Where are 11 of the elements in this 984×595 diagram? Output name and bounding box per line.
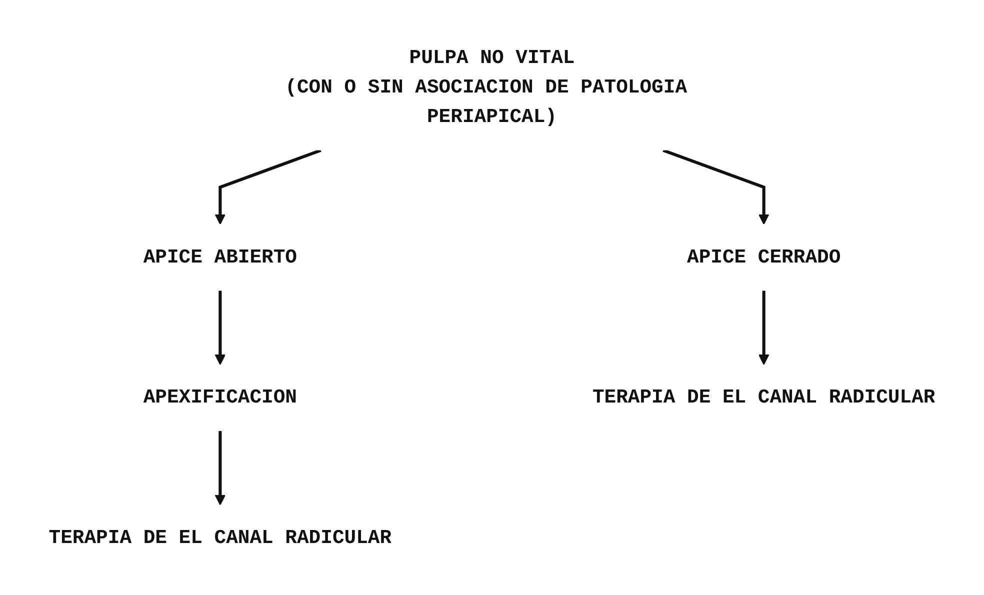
- arrow: [662, 148, 770, 224]
- arrow: [758, 290, 770, 364]
- node-text: APEXIFICACION: [143, 386, 297, 408]
- node-text: TERAPIA DE EL CANAL RADICULAR: [592, 386, 936, 408]
- node-text: APICE ABIERTO: [143, 246, 297, 268]
- node-text: APICE CERRADO: [687, 246, 841, 268]
- arrow: [214, 290, 226, 364]
- arrow: [214, 430, 226, 505]
- arrow: [214, 148, 322, 224]
- node-text: PULPA NO VITAL (CON O SIN ASOCIACION DE PATOLOGIA PERIAPICAL): [285, 46, 688, 128]
- node-text: TERAPIA DE EL CANAL RADICULAR: [48, 526, 392, 549]
